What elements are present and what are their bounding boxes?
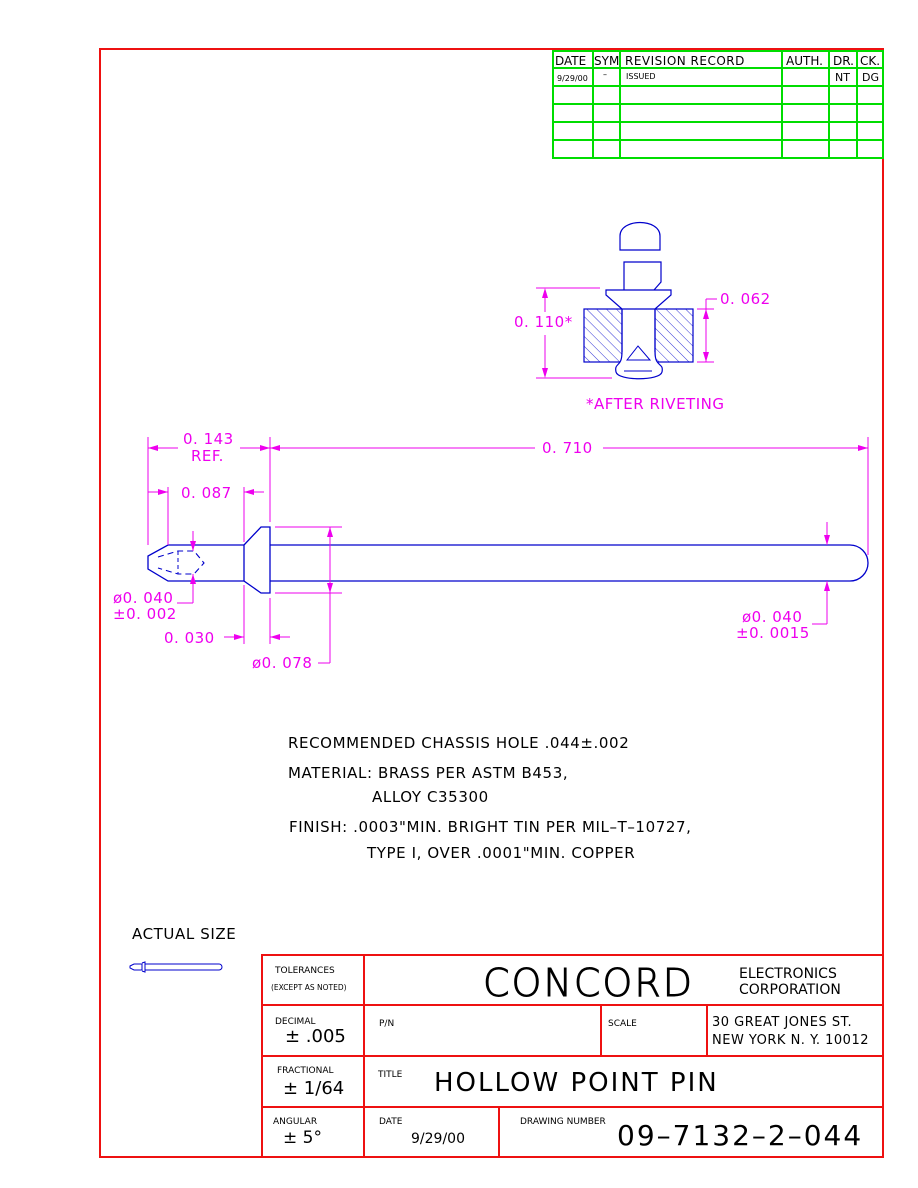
pin-shank [270,544,869,582]
detail-thickness-dim: 0. 062 [720,290,771,308]
chassis-plate-right [654,308,694,363]
note-chassis-hole: RECOMMENDED CHASSIS HOLE .044±.002 [288,734,629,752]
hollow-bore [157,550,205,575]
pin-head [243,526,271,594]
after-riveting-note: *AFTER RIVETING [586,395,724,413]
address-2: NEW YORK N. Y. 10012 [712,1033,869,1048]
rev-header-date: DATE [555,54,586,68]
company-sub-1: ELECTRONICS [739,966,837,982]
overall-length-dim: 0. 710 [542,439,593,457]
rev-row-date: 9/29/00 [557,74,588,83]
note-material-2: ALLOY C35300 [372,788,489,806]
chassis-plate-left [583,308,623,363]
ref-length-dim: 0. 143 [183,430,234,448]
rev-row-sym: – [603,70,607,79]
pin-tip [147,544,244,582]
company-name: CONCORD [483,961,694,1005]
rev-header-ck: CK. [860,54,880,68]
head-dia-dim: ø0. 078 [252,654,312,672]
revision-table: DATE SYM REVISION RECORD AUTH. DR. CK. 9… [552,50,884,159]
rev-header-record: REVISION RECORD [625,54,745,68]
tip-length-dim: 0. 087 [181,484,232,502]
note-finish-1: FINISH: .0003"MIN. BRIGHT TIN PER MIL–T–… [289,818,692,836]
decimal-label: DECIMAL [275,1017,316,1027]
shank-dia-tol: ±0. 0015 [736,624,810,642]
drawing-number: 09–7132–2–044 [617,1119,863,1152]
title-block: TOLERANCES (EXCEPT AS NOTED) CONCORD ELE… [261,954,884,1158]
fractional-label: FRACTIONAL [277,1066,334,1076]
note-finish-2: TYPE I, OVER .0001"MIN. COPPER [366,844,635,862]
detail-height-dim: 0. 110* [514,313,573,331]
angular-value: ± 5° [283,1128,322,1148]
angular-label: ANGULAR [273,1117,317,1127]
tip-dia-tol: ±0. 002 [113,605,177,623]
head-thickness-dim: 0. 030 [164,629,215,647]
drawing-number-label: DRAWING NUMBER [520,1117,606,1127]
rev-header-dr: DR. [833,54,854,68]
title-label: TITLE [377,1070,403,1080]
rev-row-ck: DG [862,71,879,84]
tip-dia-dim: ø0. 040 [113,589,173,607]
detail-view: 0. 110* 0. 062 *AFTER RIVETING [514,222,771,413]
tolerances-sub: (EXCEPT AS NOTED) [271,983,347,992]
pin-main-view: 0. 143 REF. 0. 710 0. 087 ø0. 040 ±0. 00… [113,430,869,672]
rev-row-dr: NT [835,71,850,84]
actual-size-pin [129,961,223,973]
fractional-value: ± 1/64 [283,1078,344,1099]
date-value: 9/29/00 [411,1131,465,1147]
rev-header-auth: AUTH. [786,54,823,68]
scale-label: SCALE [608,1019,637,1029]
company-sub-2: CORPORATION [739,982,841,998]
actual-size-label: ACTUAL SIZE [132,925,236,943]
riveted-head [605,289,672,310]
tolerances-label: TOLERANCES [274,966,335,976]
shank-dia-dim: ø0. 040 [742,608,802,626]
rev-row-record: ISSUED [626,72,656,81]
title-value: HOLLOW POINT PIN [434,1068,719,1098]
riveted-flare [615,351,663,380]
rev-header-sym: SYM [594,54,619,68]
address-1: 30 GREAT JONES ST. [712,1015,852,1030]
note-material-1: MATERIAL: BRASS PER ASTM B453, [288,764,568,782]
pin-end [619,222,661,251]
pn-label: P/N [379,1019,394,1029]
notes: RECOMMENDED CHASSIS HOLE .044±.002 MATER… [288,734,692,862]
ref-label: REF. [191,447,224,465]
decimal-value: ± .005 [285,1026,346,1047]
date-label: DATE [379,1117,403,1127]
